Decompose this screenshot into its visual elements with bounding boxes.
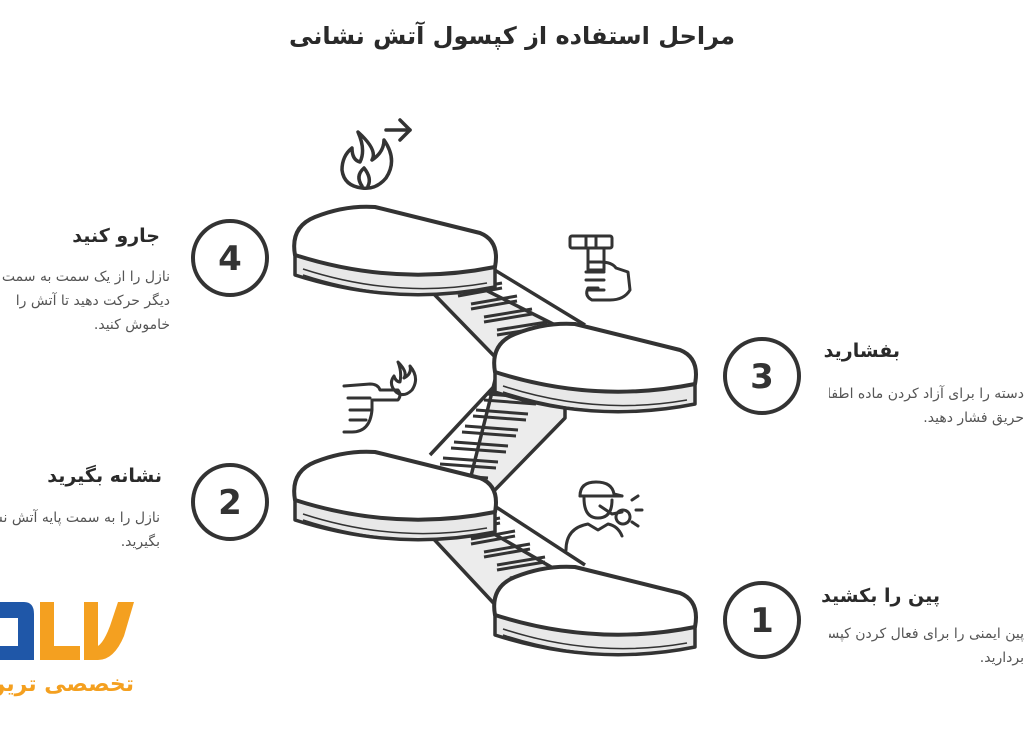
step-3-title: بفشارید [823,340,900,362]
page-title: مراحل استفاده از کپسول آتش نشانی [289,22,735,50]
step-2-desc-line-1: نازل را به سمت پایه آتش نشانه [0,510,160,526]
step-number-3: 3 [723,337,801,415]
step-1-desc-line-2: بردارید. [979,650,1024,666]
person-pulling-pin-icon [564,480,644,552]
step-1-desc-line-1: پین ایمنی را برای فعال کردن کپسول [829,626,1024,642]
step-4-desc-line-1: نازل را از یک سمت به سمت [1,269,170,285]
logo-tagline: تخصصی ترین [0,672,134,697]
step-2-desc-line-2: بگیرید. [120,534,160,550]
platform-1 [492,564,698,657]
step-4-description: نازل را از یک سمت به سمت دیگر حرکت دهید … [0,265,170,337]
step-2-title: نشانه بگیرید [47,465,162,487]
step-number-4-label: 4 [218,239,242,279]
hand-pointing-at-fire-icon [342,360,417,434]
step-4-title: جارو کنید [72,225,160,247]
step-4-desc-line-3: خاموش کنید. [93,317,170,333]
step-2-description: نازل را به سمت پایه آتش نشانه بگیرید. [0,506,160,554]
step-number-2-label: 2 [218,483,242,523]
brand-logo [0,602,134,660]
step-1-description: پین ایمنی را برای فعال کردن کپسول برداری… [829,622,1024,670]
step-number-2: 2 [191,463,269,541]
step-3-description: دسته را برای آزاد کردن ماده اطفاء حریق ف… [829,382,1024,430]
logo-orange-mark-1 [40,602,80,660]
hand-squeezing-handle-icon [568,234,632,302]
step-number-4: 4 [191,219,269,297]
step-number-1: 1 [723,581,801,659]
logo-orange-mark-2 [84,602,134,660]
logo-blue-mark [0,602,34,660]
step-4-desc-line-2: دیگر حرکت دهید تا آتش را [15,293,170,309]
fire-with-arrow-icon [340,118,412,191]
step-1-title: پین را بکشید [821,585,940,607]
platform-3 [492,321,698,414]
step-3-desc-line-2: حریق فشار دهید. [923,410,1024,426]
step-number-1-label: 1 [750,601,774,641]
step-3-desc-line-1: دسته را برای آزاد کردن ماده اطفاء [829,386,1024,402]
step-number-3-label: 3 [750,357,774,397]
platform-4 [292,204,499,297]
